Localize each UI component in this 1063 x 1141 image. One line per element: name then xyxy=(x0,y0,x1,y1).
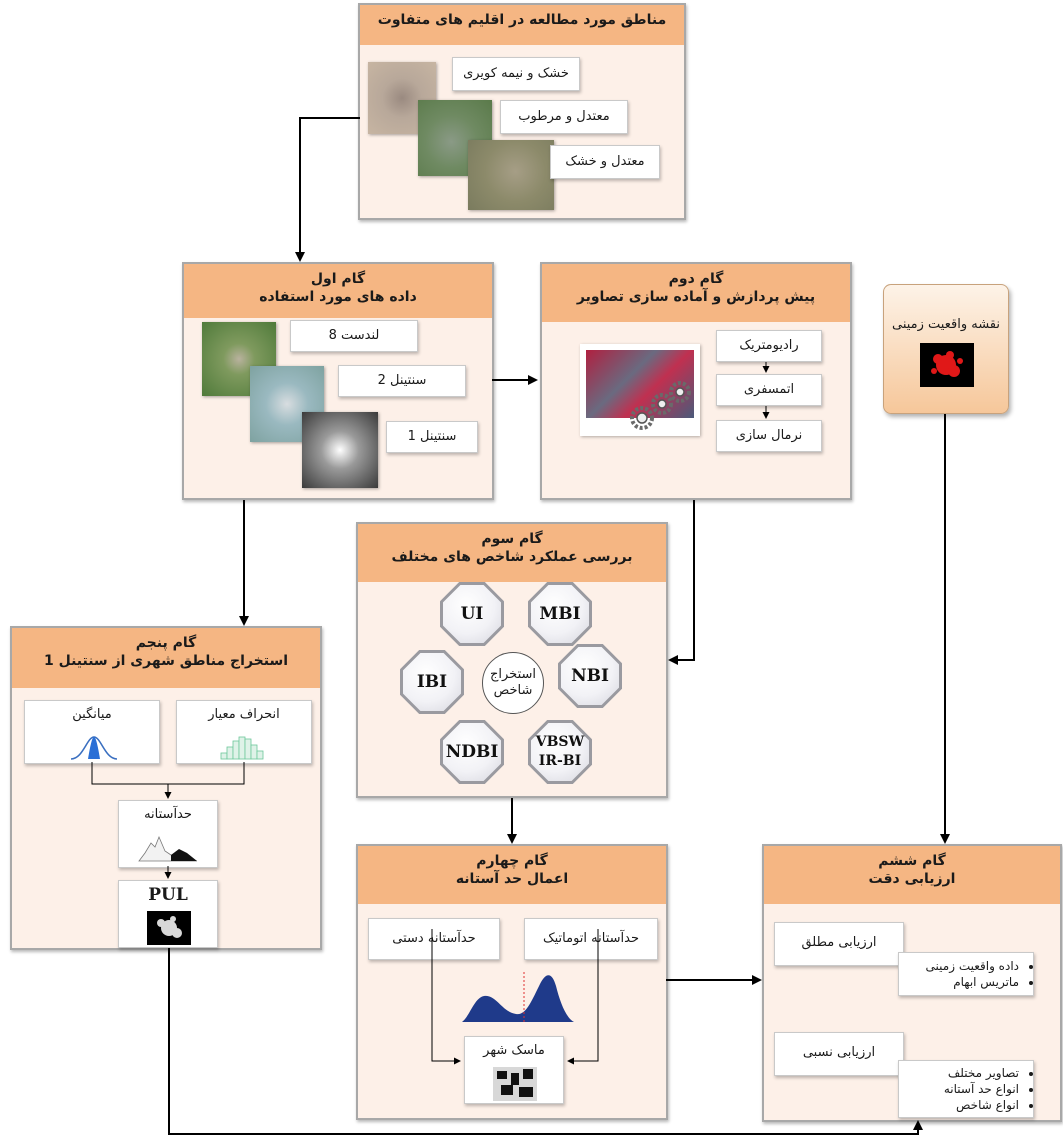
arrow-step2-to-step3 xyxy=(668,500,695,665)
absolute-eval-list: داده واقعیت زمینی ماتریس ابهام xyxy=(898,952,1034,996)
process-box-atmospheric: اتمسفری xyxy=(716,374,822,406)
step2-panel: گام دوم پیش پردازش و آماده سازی تصاویر ر… xyxy=(540,262,852,500)
step5-panel: گام پنجم استخراج مناطق شهری از سنتینل 1 … xyxy=(10,626,322,950)
step1-header: گام اول داده های مورد استفاده xyxy=(184,264,492,318)
process-box-normalization: نرمال سازی xyxy=(716,420,822,452)
step1-title: گام اول xyxy=(310,271,366,287)
step6-subtitle: ارزیابی دقت xyxy=(868,871,956,887)
std-dev-box: انحراف معیار xyxy=(176,700,312,764)
arrow-study-to-step1 xyxy=(295,117,360,262)
relative-item-thresholds: انواع حد آستانه xyxy=(899,1081,1019,1097)
step5-subtitle: استخراج مناطق شهری از سنتینل 1 xyxy=(43,653,289,669)
city-mask-map xyxy=(493,1067,537,1101)
index-extraction-circle: استخراج شاخص xyxy=(482,652,544,714)
study-areas-panel: مناطق مورد مطالعه در اقلیم های متفاوت خش… xyxy=(358,3,686,220)
step3-subtitle: بررسی عملکرد شاخص های مختلف xyxy=(391,549,633,565)
relative-item-indices: انواع شاخص xyxy=(899,1097,1019,1113)
step4-subtitle: اعمال حد آستانه xyxy=(455,871,569,887)
gear-icon xyxy=(630,381,691,430)
step6-title: گام ششم xyxy=(878,853,946,869)
step1-subtitle: داده های مورد استفاده xyxy=(259,289,417,305)
ground-truth-map xyxy=(920,343,974,387)
false-color-image xyxy=(580,344,700,436)
step6-panel: گام ششم ارزیابی دقت ارزیابی مطلق داده وا… xyxy=(762,844,1062,1122)
relative-eval-box: ارزیابی نسبی xyxy=(774,1032,904,1076)
dataset-box-sentinel2: سنتینل 2 xyxy=(338,365,466,397)
relative-eval-list: تصاویر مختلف انواع حد آستانه انواع شاخص xyxy=(898,1060,1034,1118)
std-dev-label: انحراف معیار xyxy=(208,707,280,722)
step3-header: گام سوم بررسی عملکرد شاخص های مختلف xyxy=(358,524,666,582)
manual-threshold-box: حدآستانه دستی xyxy=(368,918,500,960)
auto-threshold-box: حدآستانه اتوماتیک xyxy=(524,918,658,960)
threshold-label: حدآستانه xyxy=(144,807,192,822)
histogram-icon xyxy=(220,736,264,760)
ground-truth-box: نقشه واقعیت زمینی xyxy=(883,284,1009,414)
pul-label: PUL xyxy=(148,885,188,905)
step4-title: گام چهارم xyxy=(476,853,548,869)
pul-box: PUL xyxy=(118,880,218,948)
study-areas-title: مناطق مورد مطالعه در اقلیم های متفاوت xyxy=(360,5,684,45)
normal-curve-icon xyxy=(70,736,118,760)
threshold-box: حدآستانه xyxy=(118,800,218,868)
pul-map xyxy=(147,911,191,945)
index-nbi: NBI xyxy=(558,644,622,708)
index-mbi: MBI xyxy=(528,582,592,646)
dataset-box-landsat: لندست 8 xyxy=(290,320,418,352)
satellite-image-semiarid xyxy=(468,140,554,210)
step5-title: گام پنجم xyxy=(135,635,197,651)
step6-header: گام ششم ارزیابی دقت xyxy=(764,846,1060,904)
climate-box-dry: معتدل و خشک xyxy=(550,145,660,179)
index-vbswir-bi: VBSWIR-BI xyxy=(528,720,592,784)
mean-label: میانگین xyxy=(72,707,112,722)
climate-box-humid: معتدل و مرطوب xyxy=(500,100,628,134)
step3-title: گام سوم xyxy=(481,531,543,547)
index-ibi: IBI xyxy=(400,650,464,714)
step2-header: گام دوم پیش پردازش و آماده سازی تصاویر xyxy=(542,264,850,322)
ground-truth-title: نقشه واقعیت زمینی xyxy=(891,317,1000,332)
absolute-item-confusion-matrix: ماتریس ابهام xyxy=(899,974,1019,990)
step4-panel: گام چهارم اعمال حد آستانه حدآستانه دستی … xyxy=(356,844,668,1120)
step1-panel: گام اول داده های مورد استفاده لندست 8 سن… xyxy=(182,262,494,500)
dataset-box-sentinel1: سنتینل 1 xyxy=(386,421,478,453)
bimodal-histogram xyxy=(462,972,574,1022)
step2-title: گام دوم xyxy=(668,271,724,287)
sentinel1-image xyxy=(302,412,378,488)
threshold-histogram-icon xyxy=(138,835,198,862)
mean-box: میانگین xyxy=(24,700,160,764)
absolute-eval-box: ارزیابی مطلق xyxy=(774,922,904,966)
city-mask-box: ماسک شهر xyxy=(464,1036,564,1104)
relative-item-images: تصاویر مختلف xyxy=(899,1065,1019,1081)
index-extraction-label: استخراج شاخص xyxy=(490,667,536,698)
index-ndbi: NDBI xyxy=(440,720,504,784)
climate-box-arid: خشک و نیمه کویری xyxy=(452,57,580,91)
step3-panel: گام سوم بررسی عملکرد شاخص های مختلف استخ… xyxy=(356,522,668,798)
absolute-item-ground-truth: داده واقعیت زمینی xyxy=(899,958,1019,974)
step2-subtitle: پیش پردازش و آماده سازی تصاویر xyxy=(576,289,816,305)
step4-header: گام چهارم اعمال حد آستانه xyxy=(358,846,666,904)
index-ui: UI xyxy=(440,582,504,646)
city-mask-label: ماسک شهر xyxy=(483,1043,545,1058)
process-box-radiometric: رادیومتریک xyxy=(716,330,822,362)
step5-header: گام پنجم استخراج مناطق شهری از سنتینل 1 xyxy=(12,628,320,688)
